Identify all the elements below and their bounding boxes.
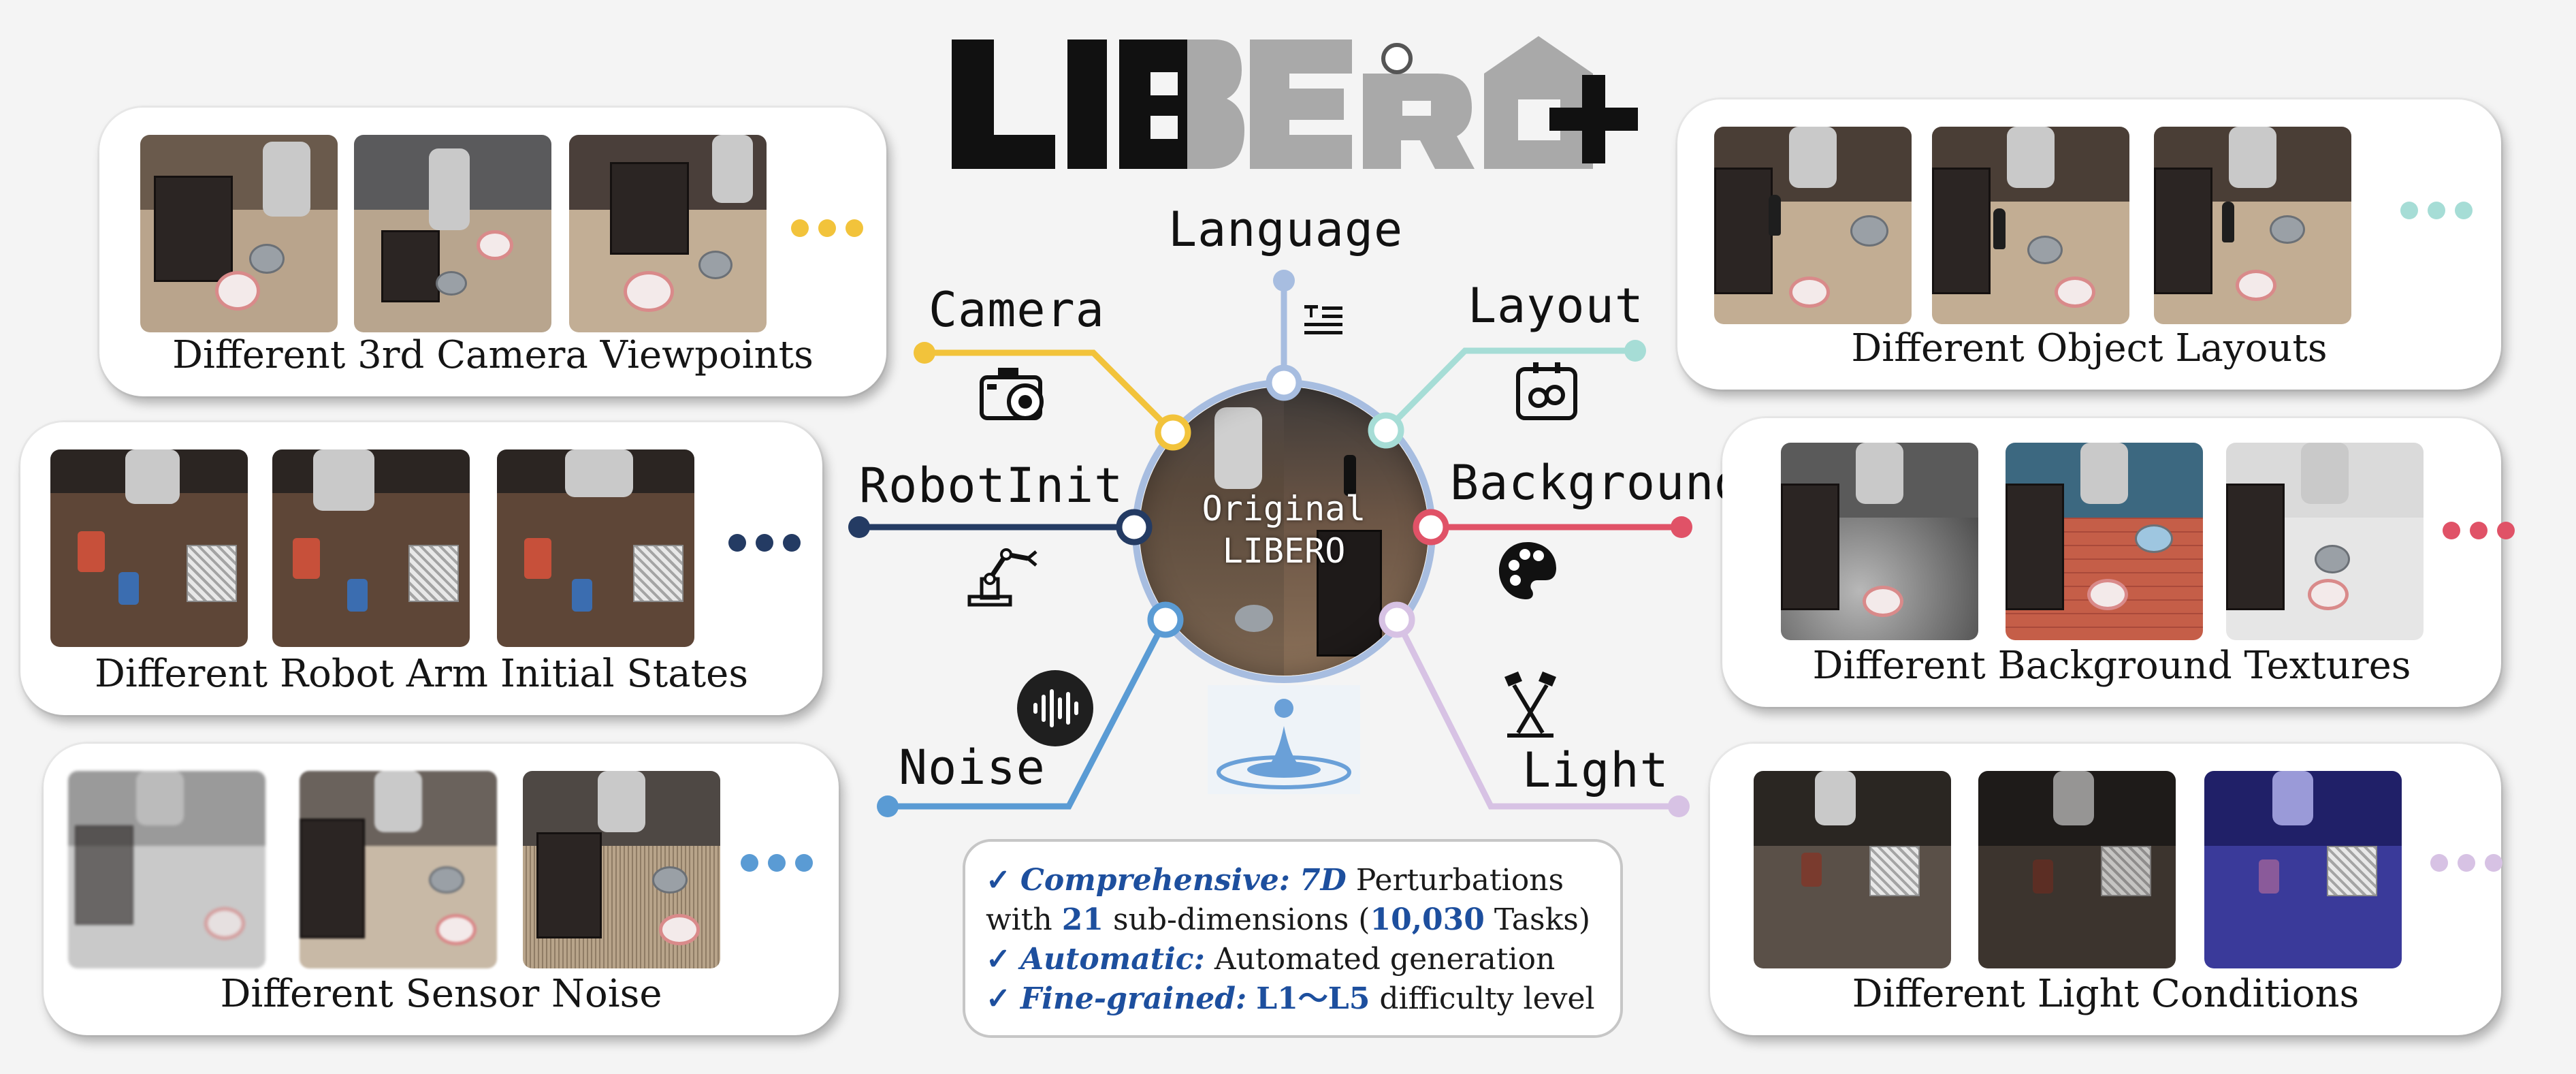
summary-text-difficulty: difficulty level — [1370, 981, 1595, 1016]
caption-robot: Different Robot Arm Initial States — [94, 652, 749, 696]
thumb-noise-3 — [523, 771, 720, 968]
summary-text-subdims: sub-dimensions ( — [1103, 902, 1370, 937]
caption-light: Different Light Conditions — [1852, 972, 2360, 1016]
text-align-icon — [1302, 300, 1345, 343]
thumb-layout-3 — [2154, 127, 2351, 324]
summary-text-automated: Automated generation — [1204, 942, 1556, 977]
thumb-layout-1 — [1714, 127, 1912, 324]
thumb-camera-1 — [140, 135, 338, 332]
caption-layout: Different Object Layouts — [1851, 326, 2328, 370]
check-icon: ✓ — [986, 942, 1011, 977]
dim-label-language: Language — [1168, 202, 1404, 257]
thumb-noise-2 — [300, 771, 497, 968]
thumb-light-3 — [2204, 771, 2402, 968]
panel-sensor-noise: Different Sensor Noise — [44, 744, 839, 1035]
summary-num-21: 21 — [1061, 902, 1104, 937]
palette-icon — [1495, 538, 1560, 603]
logo-graphic — [952, 36, 1593, 169]
more-dots-noise — [741, 854, 813, 872]
thumb-robot-1 — [50, 449, 248, 647]
logo — [945, 33, 1653, 176]
check-icon: ✓ — [986, 981, 1011, 1016]
panel-light-conditions: Different Light Conditions — [1710, 744, 2502, 1035]
center-label: Original LIBERO — [1140, 488, 1428, 572]
thumb-background-2 — [2006, 443, 2203, 640]
summary-keyword-automatic: Automatic: — [1020, 942, 1205, 977]
thumb-light-1 — [1754, 771, 1951, 968]
panel-robot-init: Different Robot Arm Initial States — [20, 422, 822, 715]
thumb-background-1 — [1781, 443, 1978, 640]
more-dots-background — [2443, 522, 2515, 539]
thumb-camera-3 — [569, 135, 767, 332]
dim-label-layout: Layout — [1468, 278, 1644, 334]
summary-text-tasks: Tasks) — [1484, 902, 1591, 937]
caption-background: Different Background Textures — [1812, 644, 2411, 688]
more-dots-robot — [728, 534, 801, 552]
thumb-camera-2 — [354, 135, 551, 332]
thumb-robot-3 — [497, 449, 694, 647]
summary-box: ✓ Comprehensive: 7D Perturbations with 2… — [963, 839, 1623, 1038]
dim-label-camera: Camera — [929, 282, 1105, 338]
logo-plus — [1549, 75, 1638, 163]
camera-icon — [978, 361, 1052, 426]
thumb-robot-2 — [272, 449, 470, 647]
summary-line-4: ✓ Fine-grained: L1～L5 difficulty level — [986, 979, 1620, 1019]
summary-text-perturbations: Perturbations — [1346, 863, 1564, 898]
caption-camera: Different 3rd Camera Viewpoints — [172, 333, 814, 377]
panel-camera-viewpoints: Different 3rd Camera Viewpoints — [99, 108, 886, 396]
center-label-line1: Original — [1202, 489, 1366, 528]
more-dots-light — [2430, 854, 2502, 872]
layout-icon — [1513, 357, 1581, 425]
summary-line-1: ✓ Comprehensive: 7D Perturbations — [986, 861, 1620, 900]
summary-num-7d: 7D — [1300, 863, 1347, 898]
thumb-noise-1 — [68, 771, 265, 968]
thumb-light-2 — [1978, 771, 2176, 968]
panel-object-layouts: Different Object Layouts — [1677, 99, 2501, 390]
summary-line-2: with 21 sub-dimensions (10,030 Tasks) — [986, 900, 1620, 940]
audio-wave-icon — [1017, 670, 1093, 746]
dim-label-background: Background — [1450, 455, 1744, 511]
thumb-layout-2 — [1932, 127, 2129, 324]
water-drop-icon — [1208, 685, 1360, 794]
caption-noise: Different Sensor Noise — [220, 972, 662, 1016]
summary-line-3: ✓ Automatic: Automated generation — [986, 940, 1620, 979]
summary-num-levels: L1～L5 — [1256, 981, 1370, 1016]
spotlight-icon — [1494, 670, 1567, 741]
more-dots-layout — [2400, 202, 2473, 219]
center-label-line2: LIBERO — [1222, 531, 1346, 571]
panel-background-textures: Different Background Textures — [1722, 418, 2515, 707]
summary-num-tasks: 10,030 — [1370, 902, 1485, 937]
check-icon: ✓ — [986, 863, 1011, 898]
dim-label-robotinit: RobotInit — [859, 458, 1124, 514]
summary-keyword-finegrained: Fine-grained: — [1020, 981, 1247, 1016]
summary-text-with: with — [986, 902, 1062, 937]
thumb-background-3 — [2226, 443, 2424, 640]
summary-keyword-comprehensive: Comprehensive: — [1020, 863, 1291, 898]
dim-label-noise: Noise — [899, 740, 1046, 795]
more-dots-camera — [791, 219, 863, 237]
dim-label-light: Light — [1522, 742, 1669, 798]
robot-arm-icon — [963, 534, 1044, 609]
